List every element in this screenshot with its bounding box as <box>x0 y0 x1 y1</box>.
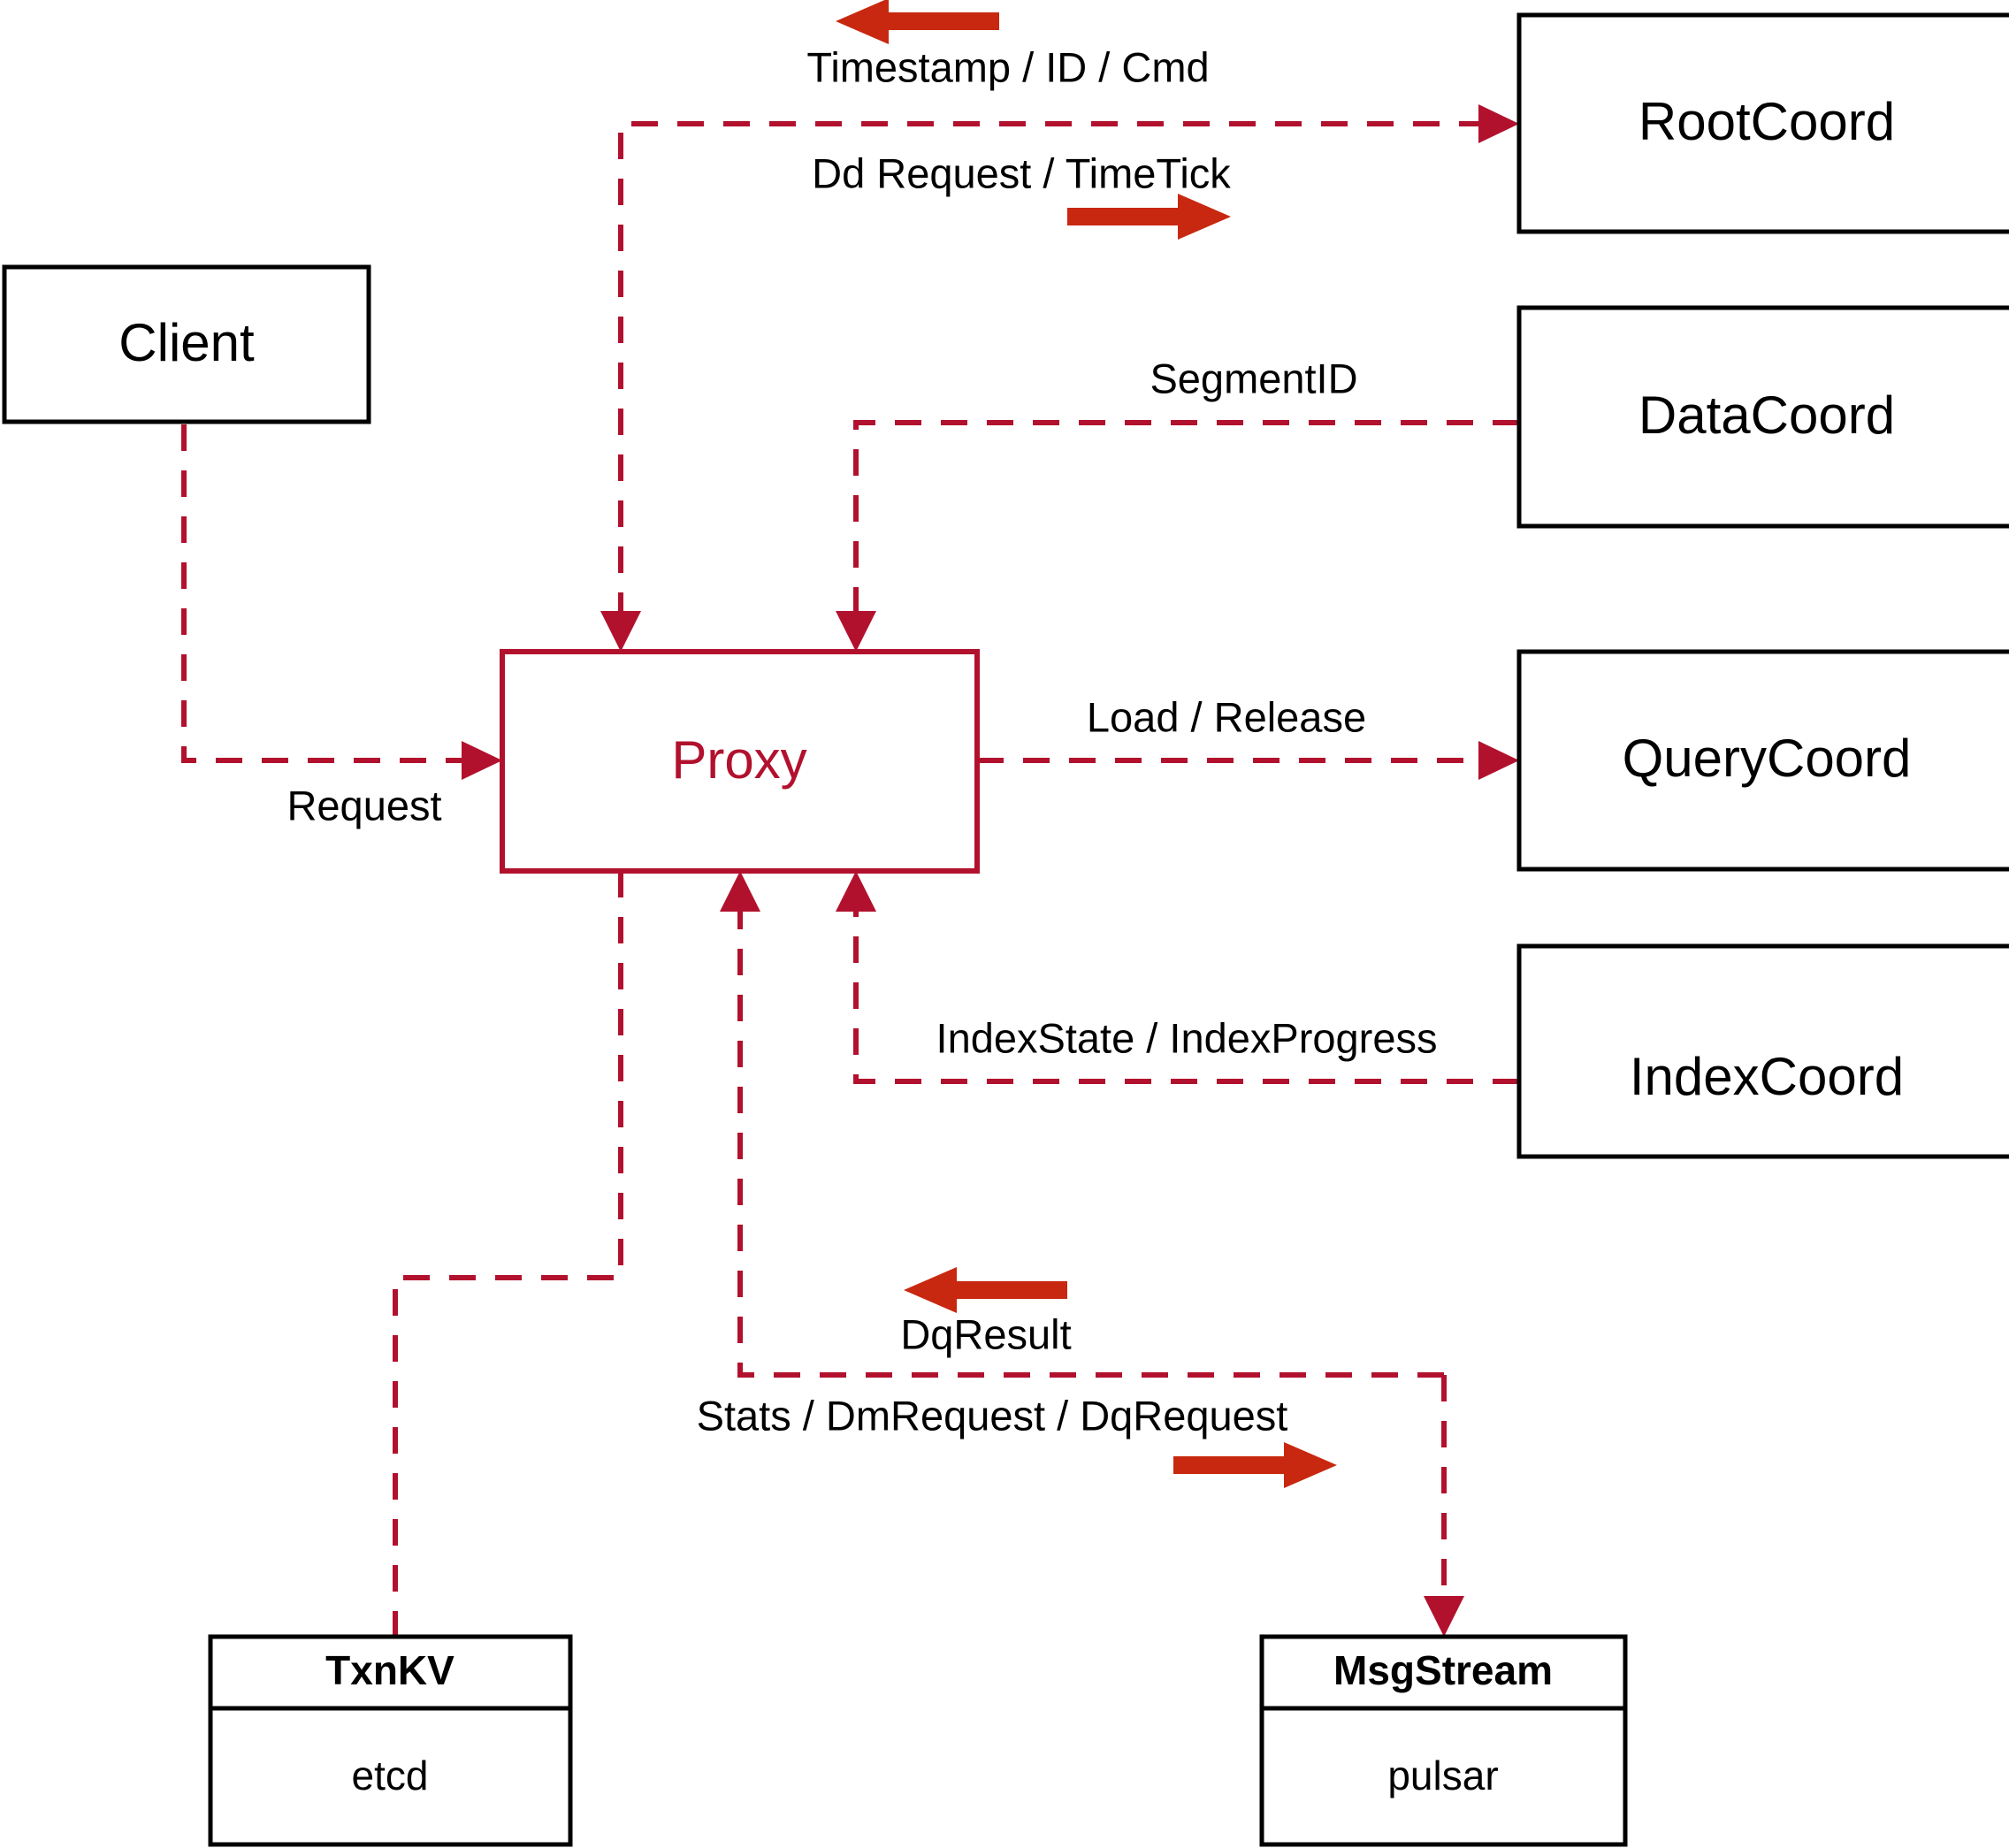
edge-label-segmentid: SegmentID <box>1150 355 1357 401</box>
node-txnkv[interactable] <box>208 1634 573 1847</box>
edge-client-to-proxy <box>181 424 477 763</box>
flow-arrow-left-timestamp <box>836 0 999 44</box>
edge-label-dqresult: DqResult <box>900 1310 1071 1357</box>
node-client-label: Client <box>118 313 255 372</box>
edge-proxy-to-txnkv <box>393 871 623 1637</box>
node-datacoord[interactable] <box>1516 305 2009 529</box>
edge-datacoord-to-proxy <box>853 420 1519 619</box>
edge-label-timestamp-id-cmd: Timestamp / ID / Cmd <box>806 43 1209 90</box>
arrowhead-msgstream-in <box>1424 1596 1464 1637</box>
edge-proxy-rootcoord <box>618 121 1478 619</box>
edge-indexcoord-to-proxy <box>853 904 1519 1084</box>
node-datacoord-label: DataCoord <box>1639 386 1895 445</box>
node-querycoord[interactable] <box>1516 649 2009 872</box>
node-rootcoord-label: RootCoord <box>1639 92 1895 151</box>
arrowhead-rootcoord-in <box>1478 104 1519 143</box>
node-indexcoord[interactable] <box>1516 943 2009 1159</box>
arrowhead-proxy-dqresult <box>720 871 760 912</box>
edge-label-dd-request-timetick: Dd Request / TimeTick <box>812 149 1231 196</box>
node-client[interactable] <box>2 264 371 424</box>
node-proxy-label: Proxy <box>671 730 806 790</box>
node-msgstream[interactable] <box>1259 1634 1628 1847</box>
node-querycoord-label: QueryCoord <box>1623 729 1912 788</box>
edge-label-request: Request <box>286 782 441 829</box>
flow-arrow-right-ddrequest <box>1067 194 1231 240</box>
node-indexcoord-label: IndexCoord <box>1630 1047 1904 1106</box>
edge-label-stats-dm-dq-request: Stats / DmRequest / DqRequest <box>697 1392 1288 1439</box>
arrowhead-request <box>462 741 502 780</box>
node-txnkv-label: TxnKV <box>325 1647 455 1693</box>
flow-arrow-left-dqresult <box>904 1267 1067 1313</box>
arrowhead-proxy-segmentid <box>836 611 876 652</box>
edge-msgstream-to-proxy <box>737 904 1444 1378</box>
edge-label-load-release: Load / Release <box>1087 693 1366 740</box>
node-proxy[interactable] <box>500 649 980 874</box>
edge-label-indexstate-progress: IndexState / IndexProgress <box>936 1014 1438 1061</box>
node-rootcoord[interactable] <box>1516 12 2009 234</box>
arrowhead-proxy-from-rootcoord <box>600 611 641 652</box>
node-msgstream-label: MsgStream <box>1333 1647 1553 1693</box>
arrowhead-proxy-indexstate <box>836 871 876 912</box>
node-msgstream-sublabel: pulsar <box>1387 1753 1498 1798</box>
node-txnkv-sublabel: etcd <box>352 1753 429 1798</box>
arrowhead-querycoord-in <box>1478 741 1519 780</box>
flow-arrow-right-dqrequest <box>1173 1442 1337 1488</box>
